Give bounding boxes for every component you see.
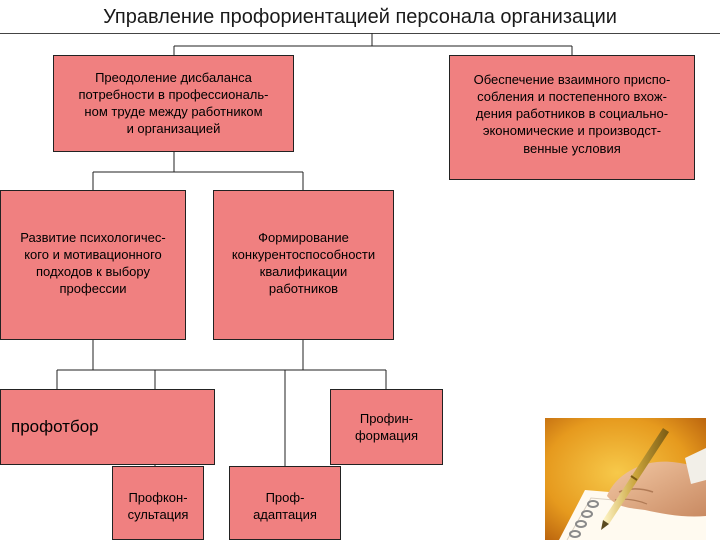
box-prof-selection: профотбор xyxy=(0,389,215,465)
box-line: дения работников в социально- xyxy=(475,106,669,122)
hand-writing-photo xyxy=(545,418,706,540)
box-line: Проф- xyxy=(265,490,305,505)
box-line: адаптация xyxy=(253,507,317,523)
box-line: потребности в профессиональ- xyxy=(78,87,269,103)
box-line: венные условия xyxy=(523,140,621,156)
box-mutual-adaptation: Обеспечение взаимного приспо- собления и… xyxy=(449,55,695,180)
box-imbalance-overcoming: Преодоление дисбаланса потребности в про… xyxy=(53,55,294,152)
diagram-title: Управление профориентацией персонала орг… xyxy=(103,6,617,28)
box-line: собления и постепенного вхож- xyxy=(477,89,667,105)
box-line: подходов к выбору xyxy=(35,264,150,280)
box-line: профессии xyxy=(59,281,127,297)
box-competitiveness: Формирование конкурентоспособности квали… xyxy=(213,190,394,340)
box-line: ном труде между работником xyxy=(84,104,263,120)
hand-writing-with-pen-image xyxy=(545,418,706,540)
box-line: квалификации xyxy=(259,264,348,280)
box-line: Обеспечение взаимного приспо- xyxy=(473,72,671,87)
box-prof-adaptation: Проф- адаптация xyxy=(229,466,341,540)
box-line: конкурентоспособности xyxy=(231,247,376,263)
box-line: Развитие психологичес- xyxy=(20,230,166,245)
box-line: экономические и производст- xyxy=(482,123,662,139)
box-line: и организацией xyxy=(126,121,221,137)
box-line: Преодоление дисбаланса xyxy=(95,70,252,85)
box-line: сультация xyxy=(127,507,189,523)
box-line: Профин- xyxy=(359,410,414,426)
box-prof-consultation: Профкон- сультация xyxy=(112,466,204,540)
box-line: кого и мотивационного xyxy=(24,247,162,263)
title-underline xyxy=(0,33,720,34)
box-line: формация xyxy=(354,428,419,443)
box-line: работников xyxy=(268,281,339,297)
box-line: Профкон- xyxy=(128,490,188,505)
box-psychological-approaches: Развитие психологичес- кого и мотивацион… xyxy=(0,190,186,340)
box-line: Формирование xyxy=(258,230,349,245)
box-line: профотбор xyxy=(11,416,99,436)
box-prof-information: Профин- формация xyxy=(330,389,443,465)
